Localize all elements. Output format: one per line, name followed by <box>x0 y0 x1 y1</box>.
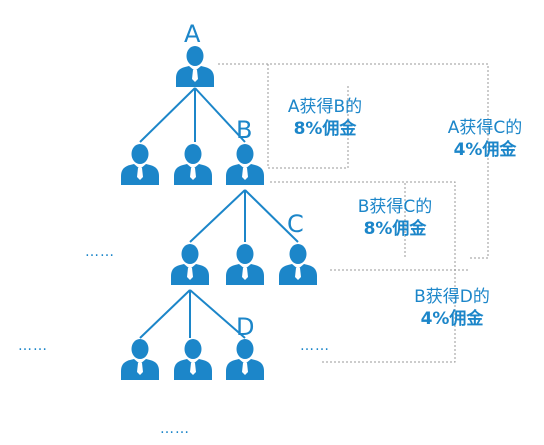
node-label-b: B <box>236 116 252 144</box>
branch-b-left <box>189 189 246 243</box>
person-icon <box>174 144 212 185</box>
branch-a-left <box>139 87 196 143</box>
commission-b-c: B获得C的 8%佣金 <box>340 196 450 240</box>
ellipsis-level3-left: …… <box>18 338 48 354</box>
person-icon <box>226 144 264 185</box>
ellipsis-bottom: …… <box>160 421 190 437</box>
node-label-d: D <box>236 313 254 341</box>
tree-branch-lines <box>139 87 299 339</box>
node-label-c: C <box>287 210 304 238</box>
person-icon <box>226 244 264 285</box>
commission-a-b: A获得B的 8%佣金 <box>270 96 380 140</box>
commission-a-c-line1: A获得C的 <box>447 118 523 138</box>
branch-b-right <box>244 189 299 243</box>
commission-a-b-line1: A获得B的 <box>287 97 363 117</box>
connector-b-to-d <box>270 181 456 363</box>
commission-b-d-line1: B获得D的 <box>414 287 490 307</box>
ellipsis-level3-right: …… <box>300 338 330 354</box>
branch-level3-right <box>189 289 246 339</box>
ellipsis-level2: …… <box>85 244 115 260</box>
connector-a-to-b <box>268 85 349 169</box>
commission-b-d-line2: 4%佣金 <box>420 309 484 329</box>
branch-a-right <box>194 87 246 143</box>
connector-a-to-c <box>218 63 489 259</box>
person-icon <box>121 339 159 380</box>
commission-a-b-line2: 8%佣金 <box>293 119 357 139</box>
branch-level3-left <box>139 289 191 339</box>
person-icon <box>174 339 212 380</box>
person-icon <box>279 244 317 285</box>
person-icon <box>226 339 264 380</box>
commission-b-c-line1: B获得C的 <box>357 197 433 217</box>
commission-a-c-line2: 4%佣金 <box>453 140 517 160</box>
person-icon <box>121 144 159 185</box>
commission-b-d: B获得D的 4%佣金 <box>392 286 512 330</box>
commission-b-c-line2: 8%佣金 <box>363 219 427 239</box>
node-label-a: A <box>184 20 201 48</box>
person-icon <box>171 244 209 285</box>
commission-a-c: A获得C的 4%佣金 <box>425 117 544 161</box>
person-icon <box>176 46 214 87</box>
dotted-connector-lines <box>218 63 489 363</box>
